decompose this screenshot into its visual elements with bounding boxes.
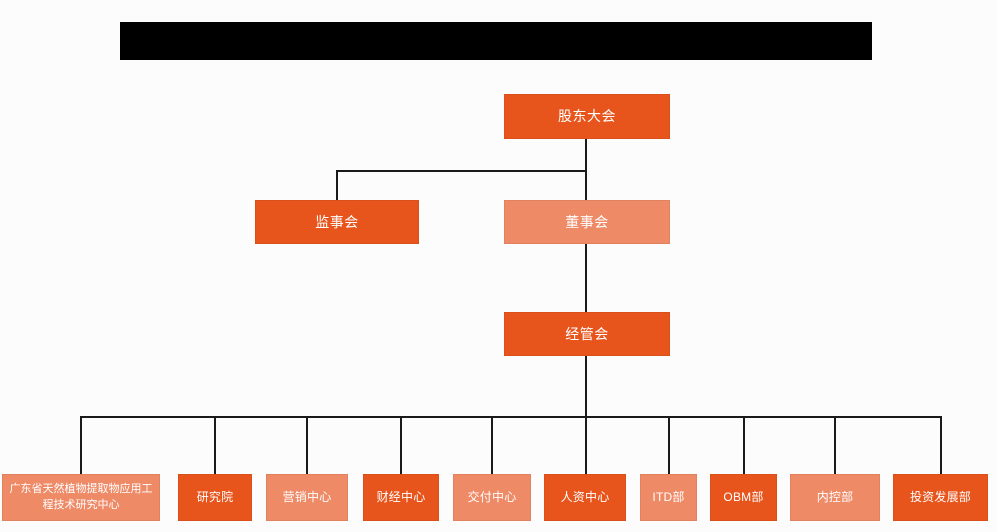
node-directors[interactable]: 董事会 <box>504 200 670 244</box>
node-management[interactable]: 经管会 <box>504 312 670 356</box>
node-investment-development-dept[interactable]: 投资发展部 <box>893 474 988 521</box>
connector-directors-drop <box>585 170 587 201</box>
node-hr-center[interactable]: 人资中心 <box>544 474 626 521</box>
connector-drop-itd-dept <box>668 416 670 474</box>
connector-supervisors-drop <box>336 170 338 201</box>
node-shareholders[interactable]: 股东大会 <box>504 94 670 139</box>
redacted-title-banner <box>120 22 872 60</box>
node-internal-control-dept[interactable]: 内控部 <box>790 474 880 521</box>
node-delivery-center[interactable]: 交付中心 <box>453 474 531 521</box>
connector-drop-marketing-center <box>306 416 308 474</box>
node-finance-center[interactable]: 财经中心 <box>363 474 439 521</box>
node-research-center[interactable]: 广东省天然植物提取物应用工程技术研究中心 <box>2 474 160 521</box>
connector-drop-internal-control-dept <box>834 416 836 474</box>
connector-drop-institute <box>214 416 216 474</box>
connector-drop-investment-development-dept <box>940 416 942 474</box>
node-itd-dept[interactable]: ITD部 <box>640 474 697 521</box>
connector-level2-bus <box>336 170 587 172</box>
connector-shareholders-down <box>585 139 587 172</box>
connector-drop-research-center <box>80 416 82 474</box>
connector-directors-to-management <box>585 243 587 313</box>
connector-drop-obm-dept <box>743 416 745 474</box>
node-marketing-center[interactable]: 营销中心 <box>266 474 348 521</box>
connector-drop-finance-center <box>400 416 402 474</box>
connector-drop-hr-center <box>585 416 587 474</box>
node-obm-dept[interactable]: OBM部 <box>710 474 777 521</box>
connector-drop-delivery-center <box>491 416 493 474</box>
node-institute[interactable]: 研究院 <box>178 474 252 521</box>
node-supervisors[interactable]: 监事会 <box>255 200 419 244</box>
connector-departments-bus <box>80 416 940 418</box>
connector-management-down <box>585 355 587 417</box>
